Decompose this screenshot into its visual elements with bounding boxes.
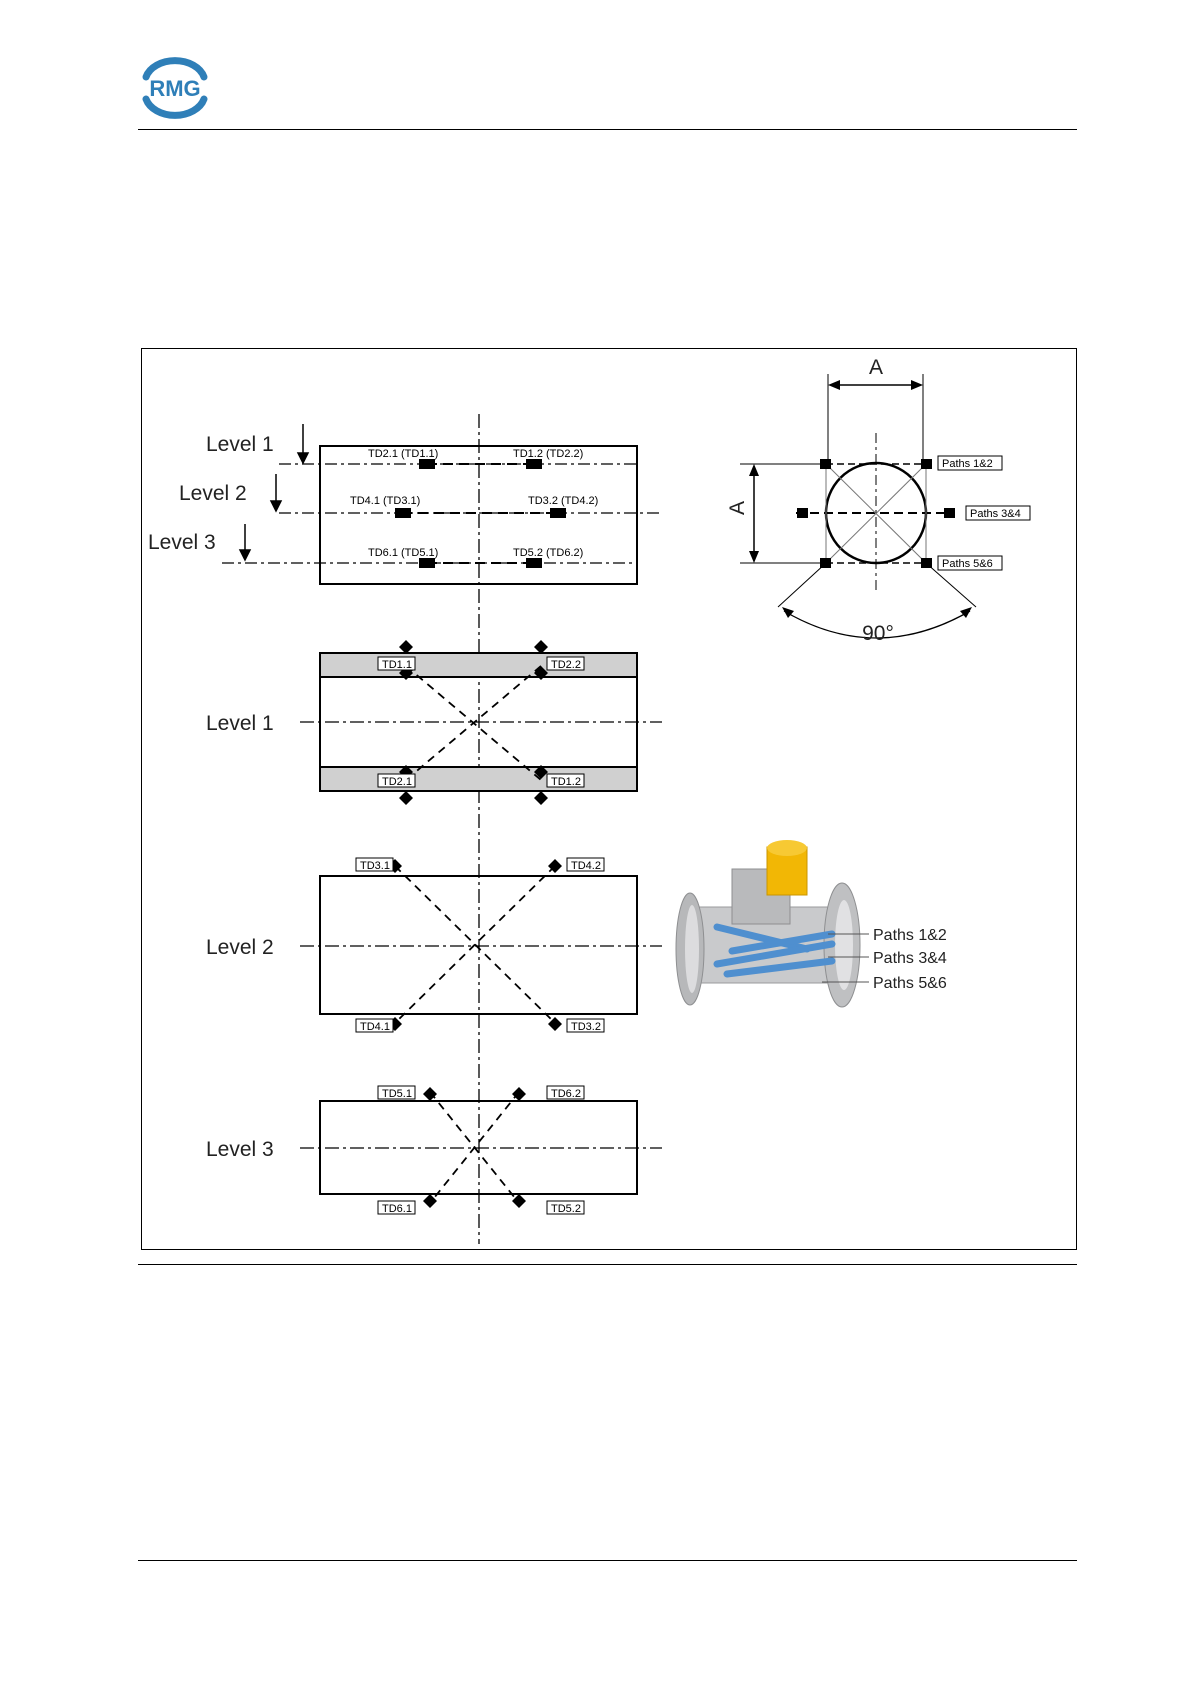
- meter-path-label: Paths 1&2: [873, 927, 947, 944]
- transducer-tag: TD4.2: [571, 860, 601, 872]
- level-3-label: Level 3: [148, 531, 216, 554]
- transducer-tag: TD4.1: [360, 1021, 390, 1033]
- level-2-view-label: Level 2: [206, 936, 274, 959]
- level-2-view: Level 2 TD3.1 TD4.2 TD4.1 TD3.2: [206, 858, 662, 1033]
- transducer-tag: TD6.2: [551, 1088, 581, 1100]
- meter-path-label: Paths 3&4: [873, 950, 947, 967]
- dimension-a-label-vertical: A: [726, 501, 749, 515]
- level-1-label: Level 1: [206, 433, 274, 456]
- transducer-label: TD1.2 (TD2.2): [513, 448, 583, 460]
- transducer-tag: TD6.1: [382, 1203, 412, 1215]
- meter-path-label: Paths 5&6: [873, 975, 947, 992]
- angle-label: 90°: [862, 622, 894, 645]
- logo-text: RMG: [149, 76, 200, 101]
- level-2-label: Level 2: [179, 482, 247, 505]
- level-1-view: Level 1 TD1.1 TD2.2 TD2.1 TD1.2: [206, 640, 662, 805]
- path-tag: Paths 1&2: [942, 458, 993, 470]
- transducer-tag: TD3.2: [571, 1021, 601, 1033]
- footer-rule: [138, 1560, 1077, 1561]
- path-configuration-diagram: Level 1 Level 2 Level 3 TD2.1 (TD1.1) TD…: [142, 349, 1076, 1249]
- transducer-mark: [550, 508, 566, 518]
- transducer-label: TD4.1 (TD3.1): [350, 495, 420, 507]
- transducer-tag: TD5.2: [551, 1203, 581, 1215]
- transducer-label: TD5.2 (TD6.2): [513, 547, 583, 559]
- top-view: Level 1 Level 2 Level 3 TD2.1 (TD1.1) TD…: [148, 424, 662, 584]
- transducer-mark: [526, 459, 542, 469]
- level-3-view-label: Level 3: [206, 1138, 274, 1161]
- transducer-mark: [419, 459, 435, 469]
- dimension-a-label: A: [869, 356, 883, 379]
- transducer-tag: TD3.1: [360, 860, 390, 872]
- cross-section-view: A A 90° Paths 1&2 Paths 3&4 Paths 5&6: [726, 356, 1030, 645]
- transducer-tag: TD2.1: [382, 776, 412, 788]
- transducer-tag: TD5.1: [382, 1088, 412, 1100]
- path-tag: Paths 3&4: [970, 508, 1021, 520]
- transducer-tag: TD1.2: [551, 776, 581, 788]
- figure-bottom-rule: [138, 1264, 1077, 1265]
- meter-illustration: Paths 1&2 Paths 3&4 Paths 5&6: [676, 840, 947, 1007]
- transducer-label: TD3.2 (TD4.2): [528, 495, 598, 507]
- rmg-logo: RMG: [138, 55, 212, 119]
- transducer-label: TD6.1 (TD5.1): [368, 547, 438, 559]
- level-3-view: Level 3 TD5.1 TD6.2 TD6.1 TD5.2: [206, 1086, 662, 1215]
- transducer-mark: [526, 558, 542, 568]
- transducer-tag: TD2.2: [551, 659, 581, 671]
- transducer-label: TD2.1 (TD1.1): [368, 448, 438, 460]
- path-tag: Paths 5&6: [942, 558, 993, 570]
- transducer-mark: [395, 508, 411, 518]
- figure-frame: Level 1 Level 2 Level 3 TD2.1 (TD1.1) TD…: [141, 348, 1077, 1250]
- transducer-mark: [419, 558, 435, 568]
- transducer-tag: TD1.1: [382, 659, 412, 671]
- header-rule: [138, 129, 1077, 130]
- level-1-view-label: Level 1: [206, 712, 274, 735]
